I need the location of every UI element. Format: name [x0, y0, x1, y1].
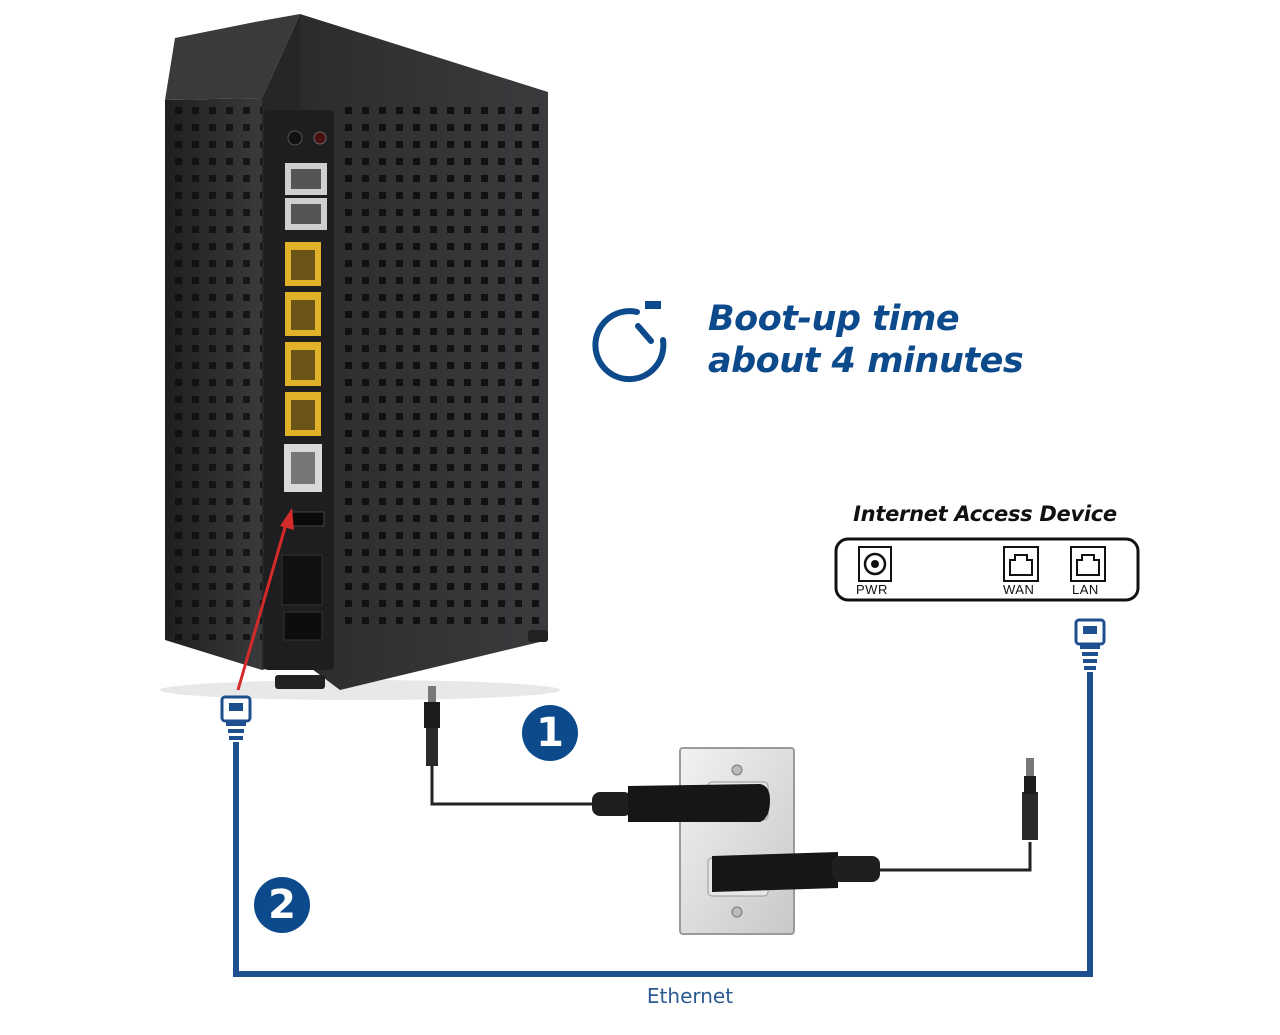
device-title: Internet Access Device: [853, 502, 1117, 526]
wall-outlet: [679, 747, 795, 935]
internet-access-device: [834, 537, 1140, 602]
boot-time-text: Boot-up time about 4 minutes: [708, 298, 1024, 382]
boot-time-line1: Boot-up time: [708, 299, 960, 339]
wan-port-label: WAN: [1003, 582, 1035, 597]
step-2-badge: 2: [254, 877, 310, 933]
pwr-port-label: PWR: [856, 582, 888, 597]
power-cable-device: [712, 758, 1038, 892]
lan-port-label: LAN: [1072, 582, 1099, 597]
step-1-badge: 1: [522, 705, 578, 761]
ethernet-label: Ethernet: [646, 984, 734, 1008]
ethernet-plug-right: [1074, 618, 1106, 670]
ethernet-plug-left: [220, 695, 252, 740]
power-cable-router: [424, 686, 770, 822]
ethernet-cable: [220, 618, 1106, 977]
boot-time-line2: about 4 minutes: [708, 341, 1024, 381]
timer-icon: [592, 301, 667, 383]
router: [160, 14, 560, 700]
